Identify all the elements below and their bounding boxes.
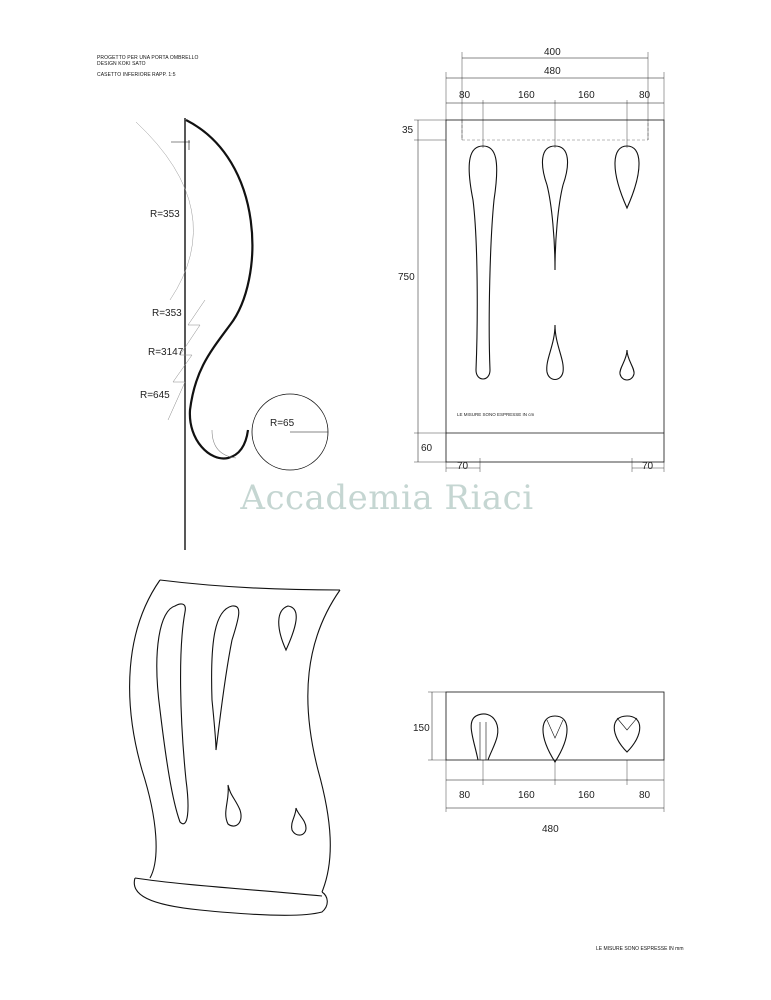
dim-top-seg-1: 80	[459, 90, 471, 101]
radius-label-3: R=3147	[148, 347, 184, 358]
dim-bottom-left-70: 70	[457, 461, 469, 472]
drawer-slot-right	[613, 715, 641, 753]
slot-right-bottom	[619, 349, 635, 381]
drawer-slot-middle	[542, 715, 568, 764]
persp-slot-right-top	[278, 605, 297, 652]
title-line-2: DESIGN KOKI SATO	[97, 61, 146, 67]
persp-slot-middle-bottom	[225, 784, 242, 827]
units-note-mm: LE MISURE SONO ESPRESSE IN mm	[596, 946, 684, 952]
drawer-outline	[445, 691, 665, 761]
dim-drawer-seg-3: 160	[578, 790, 595, 801]
dim-drawer-seg-2: 160	[518, 790, 535, 801]
side-view	[135, 118, 329, 550]
construction-arc-1	[135, 121, 194, 301]
slot-right-top	[614, 145, 640, 210]
title-line-1: PROGETTO PER UNA PORTA OMBRELLO	[97, 55, 199, 61]
dim-depth-150: 150	[413, 723, 430, 734]
top-hook	[171, 140, 190, 150]
perspective-view	[129, 579, 341, 916]
dim-left-750: 750	[398, 272, 415, 283]
drawer-slot-left	[470, 713, 499, 761]
persp-right-edge	[307, 589, 341, 893]
scale-label: RAPP. 1:5	[152, 72, 176, 78]
dim-left-60: 60	[421, 443, 433, 454]
watermark: Accademia Riaci	[240, 478, 534, 518]
persp-left-edge	[129, 579, 161, 879]
construction-zigzag	[167, 299, 206, 421]
dim-left-35: 35	[402, 125, 414, 136]
panel-outline	[445, 119, 665, 463]
dim-drawer-seg-1: 80	[459, 790, 471, 801]
dim-top-480: 480	[544, 66, 561, 77]
dim-drawer-total: 480	[542, 824, 559, 835]
bottom-arc-guide	[211, 429, 237, 459]
persp-slot-left	[156, 603, 189, 825]
persp-base-top	[134, 877, 323, 897]
radius-label-2: R=353	[152, 308, 182, 319]
front-view	[414, 52, 665, 472]
units-note-cm: LE MISURE SONO ESPRESSE IN cm	[457, 412, 535, 417]
dim-top-seg-4: 80	[639, 90, 651, 101]
dim-top-400: 400	[544, 47, 561, 58]
slot-middle-top	[541, 145, 569, 271]
persp-slot-right-bottom	[291, 807, 307, 836]
profile-curve	[185, 119, 254, 460]
radius-label-5: R=65	[270, 418, 295, 429]
slot-middle-bottom	[546, 324, 564, 381]
radius-label-4: R=645	[140, 390, 170, 401]
dim-top-seg-3: 160	[578, 90, 595, 101]
dim-top-seg-2: 160	[518, 90, 535, 101]
persp-base-curl	[133, 877, 328, 916]
dim-bottom-right-70: 70	[642, 461, 654, 472]
persp-slot-middle-top	[211, 605, 240, 751]
top-view	[428, 691, 665, 812]
slot-left	[468, 145, 498, 380]
persp-top-edge	[159, 579, 341, 591]
dim-drawer-seg-4: 80	[639, 790, 651, 801]
drawer-label: CASETTO INFERIORE	[97, 72, 151, 78]
radius-label-1: R=353	[150, 209, 180, 220]
